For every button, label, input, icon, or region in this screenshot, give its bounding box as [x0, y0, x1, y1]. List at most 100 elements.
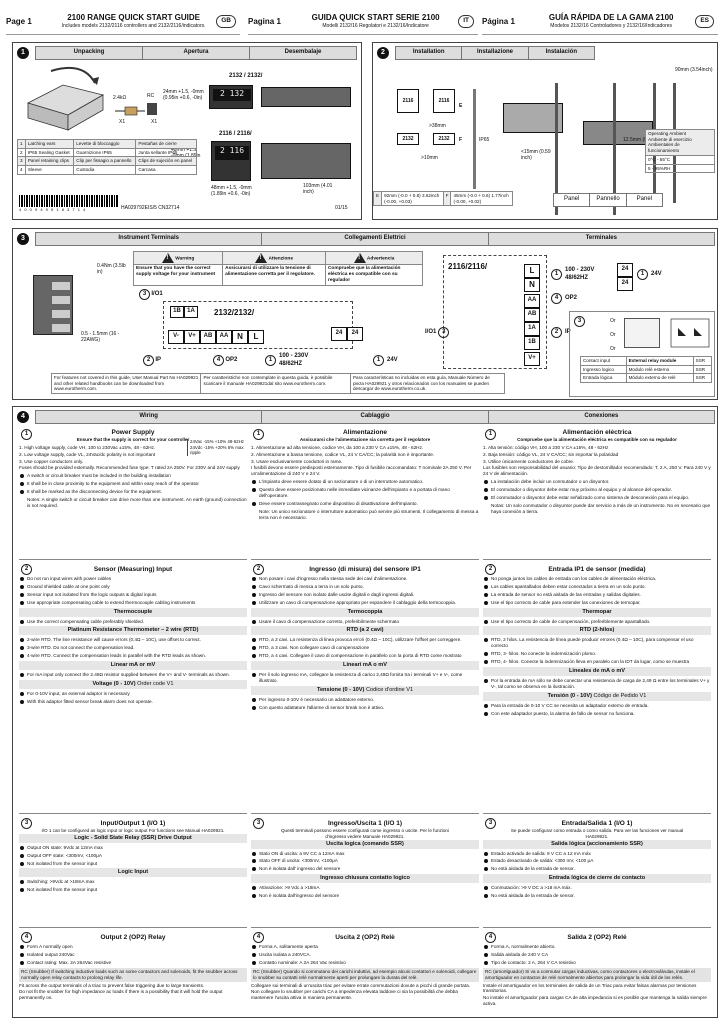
title-it: Installazione: [461, 47, 528, 59]
rtd-lines-item: 3-wire RTD. Do not connect the compensat…: [19, 645, 247, 651]
or-label: Or: [610, 318, 616, 324]
op2-lines-item: Uscita isolata a 240VCA.: [251, 952, 479, 958]
ssr-icon: [670, 318, 710, 348]
rtd-title: RTD (a 2 cavi): [251, 626, 479, 636]
li-lines-item: No está aislada de la entrada de sensor.: [483, 893, 711, 899]
cell: Panel retaining clips: [24, 156, 75, 167]
title-it: Collegamenti Elettrici: [261, 233, 488, 245]
title-en: Installation: [396, 47, 462, 59]
resistor-icon: [115, 103, 157, 116]
linear-title: Lineales de mA o mV: [483, 666, 711, 676]
ps-lines-item: 3. Use copper conductors only.: [19, 458, 84, 464]
cutout-2116: 2116: [433, 89, 455, 113]
circle-number: 2: [485, 564, 496, 575]
language-code: IT: [458, 15, 474, 28]
power-supply-lines: 1. Alta tensión: código VH, 100 a 230 V …: [483, 445, 711, 477]
ssr-title: Uscita logica (comando SSR): [251, 839, 479, 849]
terminal-24: 24: [331, 327, 347, 341]
callout-3: 3: [139, 289, 150, 300]
ps-lines-item: 1. Alta tensión: código VH, 100 a 230 V …: [483, 444, 609, 450]
terminal-24: 24: [617, 263, 633, 277]
power-spec-line: 24Vac -15% +10% 48-62Hz: [190, 439, 244, 444]
op2-title: Uscita 2 (OP2) Relè: [335, 934, 395, 941]
sensor-input-block: 2 Sensor (Measuring) Input Do not run in…: [19, 559, 247, 809]
ps-bullets-item: A switch or circuit breaker must be incl…: [19, 473, 247, 479]
sensor-input-title: Ingresso (di misura) del sensore IP1: [309, 566, 421, 573]
note-en: For features not covered in this guide, …: [50, 372, 202, 395]
panel-en: Panel: [554, 194, 590, 206]
in-bullets-item: Ingresso del sensore non isolato dalle u…: [251, 592, 479, 598]
dimension-label: 103mm (4.01 inch): [303, 183, 333, 196]
display-readout: 2 132: [213, 89, 251, 101]
spacing-label: >38mm: [429, 123, 446, 129]
ssr-lines-item: Estado desactivado de salida: <300 mV, <…: [483, 858, 711, 864]
ps-bullets-item: El conmutador o disyuntor debe estar señ…: [483, 495, 711, 501]
snubber-text-2: Fit across the output terminals of a tri…: [19, 982, 205, 988]
section-title-bar: Installation Installazione Instalación: [395, 46, 595, 60]
circle-number: 1: [21, 429, 32, 440]
cell: 3: [17, 156, 26, 167]
section-title-bar: Instrument Terminals Collegamenti Elettr…: [35, 232, 715, 246]
section-number: 3: [17, 233, 29, 245]
voltage-lines: Per ingresso 0-10V è necessario un adatt…: [251, 697, 479, 711]
linear-text: Por la entrada de mA sólo se debe conect…: [483, 678, 711, 690]
terminal-v-plus: V+: [524, 352, 540, 366]
snubber-text-3: Do not fit the snubber for high impedanc…: [19, 989, 223, 1001]
ps-lines-item: 3. Utilice únicamente conductores de cob…: [483, 458, 575, 464]
guide-subtitle: Includes models 2132/2116 controllers an…: [61, 23, 206, 30]
language-code: ES: [695, 15, 714, 28]
io1-title: Ingresso/Uscita 1 (I/O 1): [327, 820, 403, 827]
logic-input-lines: Conmutación: >9 V DC a >18 mA máx.No est…: [483, 885, 711, 899]
dimension-f: F: [459, 137, 463, 143]
in-bullets-item: No ponga juntos los cables de entrada co…: [483, 576, 711, 582]
title-es: Desembalaje: [249, 47, 356, 59]
cell: 4: [17, 165, 26, 175]
rc-label: RC: [147, 93, 155, 99]
callout-1: 1: [265, 355, 276, 366]
v-lines-item: For 0-10V input, an external adaptor is …: [19, 691, 247, 697]
section-title-bar: Unpacking Apertura Desembalaje: [35, 46, 357, 60]
guide-subtitle: Modelli 2132/16 Regolatori e 2132/16/Ind…: [322, 23, 429, 30]
warning-title: Warning: [175, 256, 195, 262]
power-supply-title: Alimentazione: [342, 429, 388, 436]
ps-lines-item: 3. Usare esclusivamente conduttori in ra…: [251, 458, 343, 464]
op2-block: 4 Output 2 (OP2) Relay Form A normally o…: [19, 927, 247, 1024]
snubber-text-3: Non collegare lo snubber per carichi CA …: [251, 989, 458, 1001]
thermocouple-text: Use the correct compensating cable prefe…: [19, 619, 247, 625]
io1-block: 3 Input/Output 1 (I/O 1) I/O 1 can be co…: [19, 813, 247, 923]
section-installation: 2 Installation Installazione Instalación…: [372, 42, 718, 220]
thermocouple-text: Usare il cavo di compensazione corretto,…: [251, 619, 479, 625]
cutout-2132: 2132: [397, 133, 419, 145]
callout-1: 1: [551, 269, 562, 280]
warning-title: Attenzione: [268, 256, 293, 262]
in-bullets-item: Utilizzare un cavo di compensazione appr…: [251, 600, 479, 606]
cell: Ambientales de funcionamiento: [648, 142, 680, 154]
model-label: 2132/2132/: [214, 308, 255, 317]
thermocouple-title: Thermopar: [483, 607, 711, 617]
ssr-title: Logic - Solid State Relay (SSR) Drive Ou…: [19, 833, 247, 843]
ps-lines-item: 1. High voltage supply, code VH, 100 to …: [19, 444, 156, 450]
cell: Modulo relè esterno: [625, 364, 694, 375]
linear-title: Lineari mA o mV: [251, 661, 479, 671]
section-number: 4: [17, 411, 29, 423]
panel-it: Pannello: [589, 194, 626, 206]
wiring-column: 1 Power Supply Ensure that the supply is…: [19, 427, 247, 1013]
rtd-lines: RTD, 2 hilos. La resistencia de línea pu…: [483, 637, 711, 665]
power-supply-lines: 1. High voltage supply, code VH, 100 to …: [19, 445, 247, 472]
circle-number: 1: [253, 429, 264, 440]
document-date: 01/15: [335, 205, 348, 211]
controller-2116-side: [261, 143, 351, 179]
title-en: Unpacking: [36, 47, 142, 59]
guide-title: GUIDA QUICK START SERIE 2100: [311, 13, 440, 23]
v-lines-item: Con este adaptador puesto, la alarma de …: [483, 711, 711, 717]
ps-bullets-item: L'impianto deve essere dotato di un sezi…: [251, 479, 479, 485]
terminal-v-minus: V-: [168, 330, 184, 344]
power-supply-title: Alimentación eléctrica: [562, 429, 632, 436]
power-supply-block: 1 Alimentación eléctrica Compruebe que l…: [483, 427, 711, 555]
callout-1: 1: [373, 355, 384, 366]
snubber-text: RC (Snubber) Quando si commutano dei car…: [251, 967, 479, 982]
ssr-lines-item: Non è isolata dall' ingresso del sensore: [251, 866, 479, 872]
